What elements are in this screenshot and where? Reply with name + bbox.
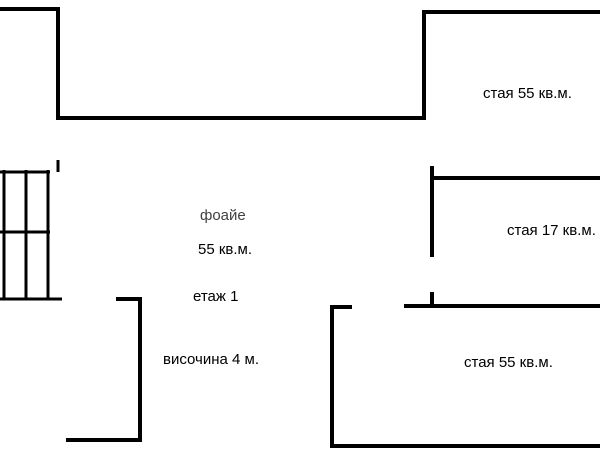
label-room-top: стая 55 кв.м. xyxy=(483,85,572,102)
label-height: височина 4 м. xyxy=(163,351,259,368)
label-floor: етаж 1 xyxy=(193,288,238,305)
wall-top-left xyxy=(0,7,600,120)
label-foyer: фоайе xyxy=(200,207,246,224)
label-room-bottom: стая 55 кв.м. xyxy=(464,354,553,371)
label-room-mid: стая 17 кв.м. xyxy=(507,222,596,239)
wall-room-bottom-left xyxy=(66,297,142,442)
label-foyer-area: 55 кв.м. xyxy=(198,241,252,258)
wall-room-bottom-outline xyxy=(330,305,600,448)
staircase xyxy=(0,160,62,301)
